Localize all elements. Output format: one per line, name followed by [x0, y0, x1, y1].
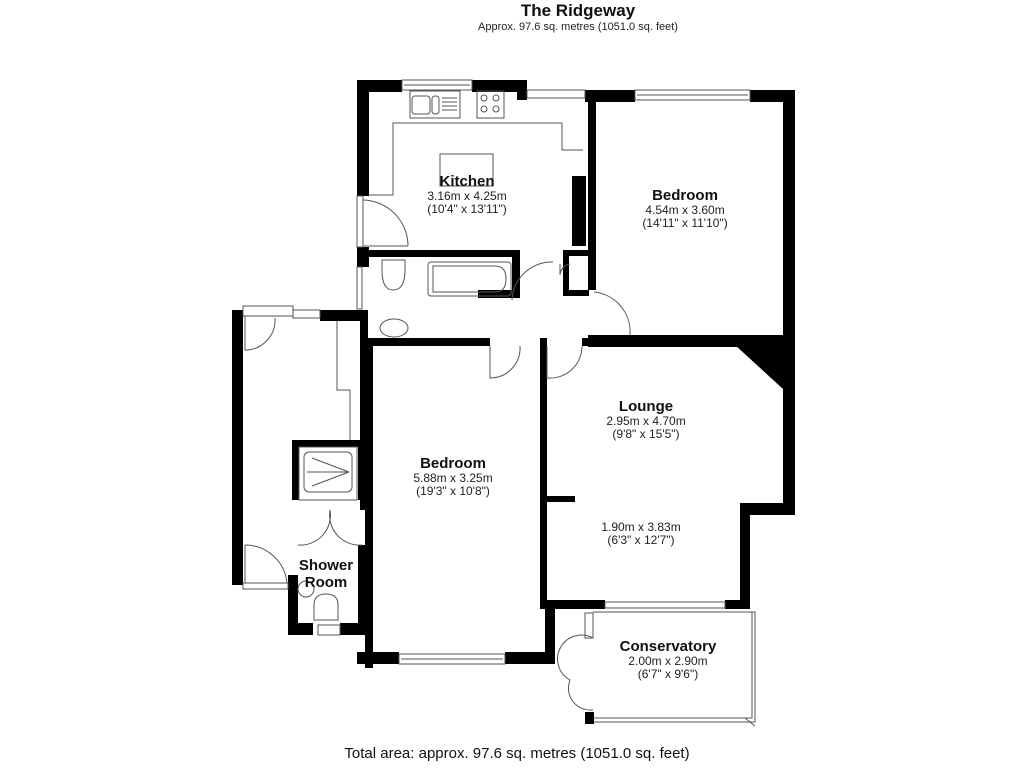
room-metric: 4.54m x 3.60m	[645, 203, 725, 217]
plan-subtitle: Approx. 97.6 sq. metres (1051.0 sq. feet…	[478, 21, 678, 33]
room-label-shower-room: Shower Room	[299, 557, 353, 591]
room-imperial: (6'7" x 9'6")	[637, 667, 699, 681]
room-label-kitchen: Kitchen 3.16m x 4.25m (10'4" x 13'11")	[427, 173, 507, 216]
fixtures-and-windows	[242, 79, 756, 727]
room-name: Kitchen	[439, 173, 495, 190]
room-imperial: (14'11" x 11'10")	[642, 216, 728, 230]
room-name: Lounge	[618, 398, 674, 415]
room-label-bedroom-1: Bedroom 4.54m x 3.60m (14'11" x 11'10")	[642, 187, 727, 230]
room-metric: 3.16m x 4.25m	[427, 189, 507, 203]
plan-title: The Ridgeway	[520, 1, 636, 20]
room-imperial: (6'3" x 12'7")	[607, 533, 675, 547]
room-name: Conservatory	[619, 638, 717, 655]
room-imperial: (10'4" x 13'11")	[427, 202, 507, 216]
room-metric: 2.95m x 4.70m	[606, 414, 686, 428]
room-imperial: (9'8" x 15'5")	[612, 427, 680, 441]
room-metric: 1.90m x 3.83m	[601, 520, 681, 534]
total-area-caption: Total area: approx. 97.6 sq. metres (105…	[344, 745, 690, 762]
room-imperial: (19'3" x 10'8")	[416, 484, 490, 498]
room-name-line1: Shower	[298, 557, 354, 574]
room-metric: 5.88m x 3.25m	[413, 471, 493, 485]
walls	[232, 80, 795, 724]
room-label-bedroom-2: Bedroom 5.88m x 3.25m (19'3" x 10'8")	[413, 455, 492, 498]
room-name: Bedroom	[652, 187, 718, 204]
room-name: Bedroom	[420, 455, 486, 472]
room-label-lounge-extension: 1.90m x 3.83m (6'3" x 12'7")	[601, 521, 680, 547]
room-label-lounge: Lounge 2.95m x 4.70m (9'8" x 15'5")	[606, 398, 685, 441]
room-name-line2: Room	[304, 574, 348, 591]
room-metric: 2.00m x 2.90m	[628, 654, 708, 668]
room-label-conservatory: Conservatory 2.00m x 2.90m (6'7" x 9'6")	[620, 638, 717, 681]
